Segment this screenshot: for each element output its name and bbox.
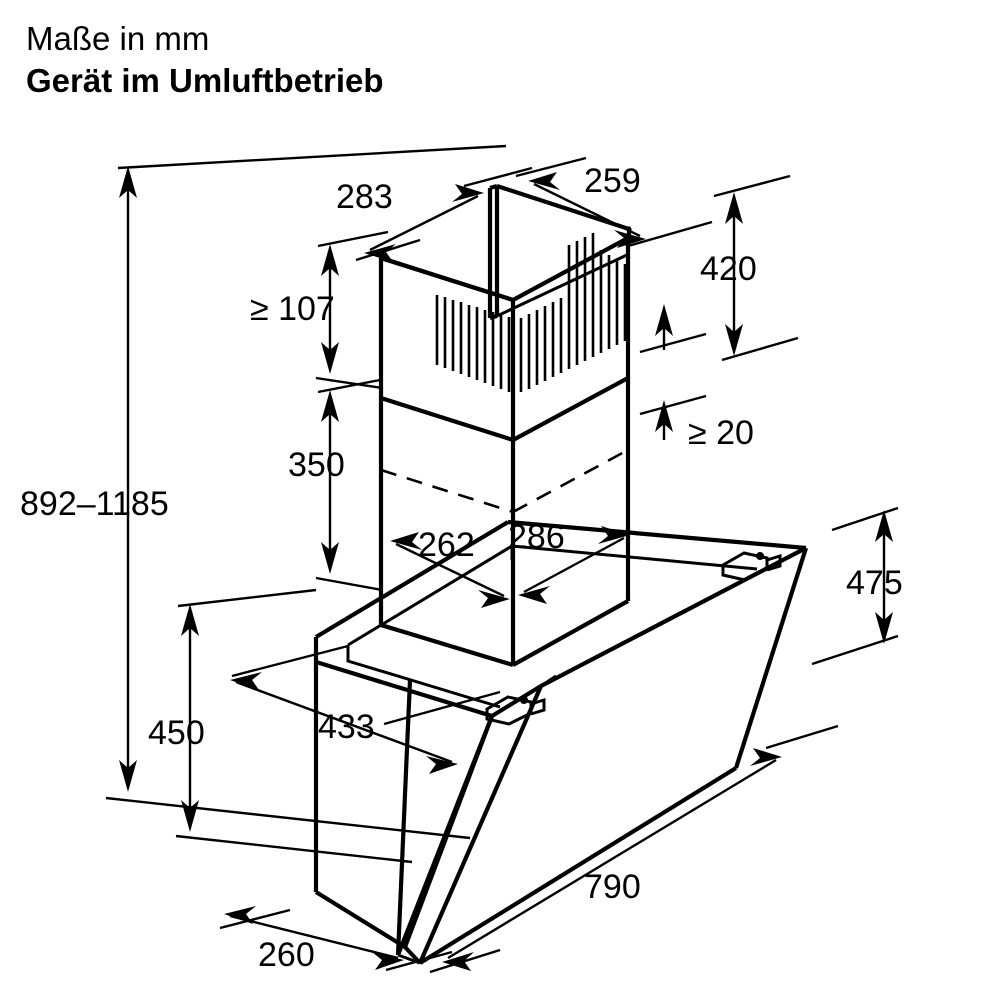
dim-clearance-min: ≥ 20	[639, 304, 754, 452]
dim-label-260: 260	[258, 936, 315, 974]
dim-chimney-depth: 262	[390, 526, 510, 608]
chimney	[378, 183, 632, 668]
dim-label-790: 790	[584, 868, 641, 906]
dim-chimney-top-depth: 283	[336, 166, 533, 262]
dim-label-433: 433	[318, 708, 375, 746]
dim-body-height-left: 450	[148, 588, 413, 864]
vent-slats-right	[519, 233, 627, 392]
dim-chimney-top-width: 259	[515, 156, 713, 248]
dim-label-450: 450	[148, 714, 205, 752]
dim-chimney-upper-min: ≥ 107	[250, 230, 389, 390]
control-knob-rear	[721, 551, 782, 582]
dim-body-width: 790	[429, 724, 839, 974]
dim-label-286: 286	[508, 518, 565, 556]
vent-slats-left	[435, 295, 511, 392]
dim-label-475: 475	[846, 564, 903, 602]
units-label: Maße in mm	[26, 20, 210, 57]
page-title: Gerät im Umluftbetrieb	[26, 62, 384, 99]
dim-label-total-height: 892–1185	[20, 485, 169, 523]
dim-label-283: 283	[336, 178, 393, 216]
dim-body-slant: 433	[230, 644, 501, 774]
dim-total-height: 892–1185	[20, 144, 507, 840]
dim-label-259: 259	[584, 162, 641, 200]
dim-label-420: 420	[700, 250, 757, 288]
dim-label-107: ≥ 107	[250, 290, 335, 328]
dim-base-depth: 260	[219, 906, 453, 974]
dim-label-20: ≥ 20	[688, 414, 754, 452]
dim-label-262: 262	[418, 526, 475, 564]
dim-label-350: 350	[288, 446, 345, 484]
dim-chimney-width: 286	[508, 518, 630, 604]
dim-chimney-lower: 350	[288, 378, 383, 592]
hood-body	[313, 519, 809, 965]
control-knob-front	[485, 695, 546, 726]
dim-body-height-right: 475	[811, 506, 903, 666]
dim-chimney-to-body: 420	[700, 174, 799, 362]
